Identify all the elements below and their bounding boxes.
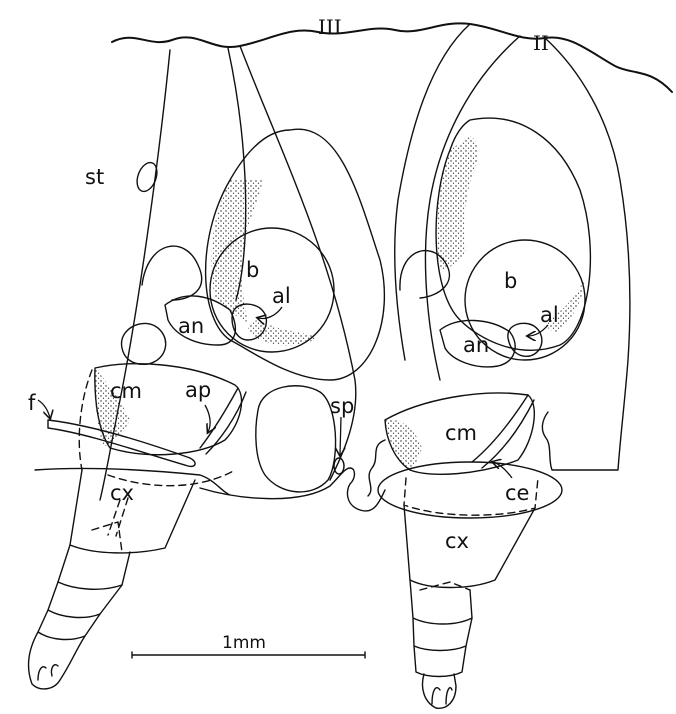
left-wavy-edge-ii — [368, 440, 385, 496]
apodeme-ii-outer — [482, 400, 534, 468]
scale-bar: 1mm — [132, 633, 365, 658]
tibia-iii — [38, 610, 100, 639]
tarsus-iii — [29, 632, 85, 689]
label-sp: sp — [330, 394, 354, 418]
label-ce: ce — [505, 481, 529, 505]
label-st: st — [85, 165, 104, 189]
scale-bar-label: 1mm — [222, 633, 266, 653]
central-lobe — [256, 386, 336, 492]
notal-arc-ii — [400, 251, 449, 298]
label-ap: ap — [185, 378, 211, 402]
dorsal-outline — [112, 23, 672, 92]
label-cx-iii: cx — [110, 481, 134, 505]
apodeme-iii-outer — [206, 392, 246, 454]
notal-arc-iii — [142, 246, 202, 300]
claw-ii — [432, 688, 452, 704]
trochanter-iii-dash — [92, 522, 122, 552]
label-cm-iii: cm — [110, 379, 142, 403]
segment-ii-right-contour — [542, 38, 630, 470]
label-an-iii: an — [178, 314, 204, 338]
claw-iii — [38, 665, 58, 680]
coxal-membrane-ii-shading — [385, 420, 422, 470]
segment-label-iii: III — [318, 15, 342, 39]
label-b-iii: b — [246, 258, 259, 282]
label-cx-ii: cx — [445, 529, 469, 553]
segment-label-ii: II — [533, 31, 549, 55]
basalare-shading-iii — [248, 320, 318, 345]
label-f: f — [28, 391, 36, 415]
segment-ii-lobe-shading — [437, 136, 478, 270]
label-an-ii: an — [463, 333, 489, 357]
alar-knob-ii — [508, 323, 542, 356]
label-al-ii: al — [540, 303, 559, 327]
label-al-iii: al — [272, 284, 291, 308]
label-cm-ii: cm — [445, 421, 477, 445]
label-b-ii: b — [504, 269, 517, 293]
arrow-f — [38, 400, 50, 418]
arrow-ap — [205, 405, 210, 432]
arrow-sp — [340, 417, 341, 455]
tarsus-ii — [423, 674, 457, 708]
femur-ii — [413, 618, 472, 651]
